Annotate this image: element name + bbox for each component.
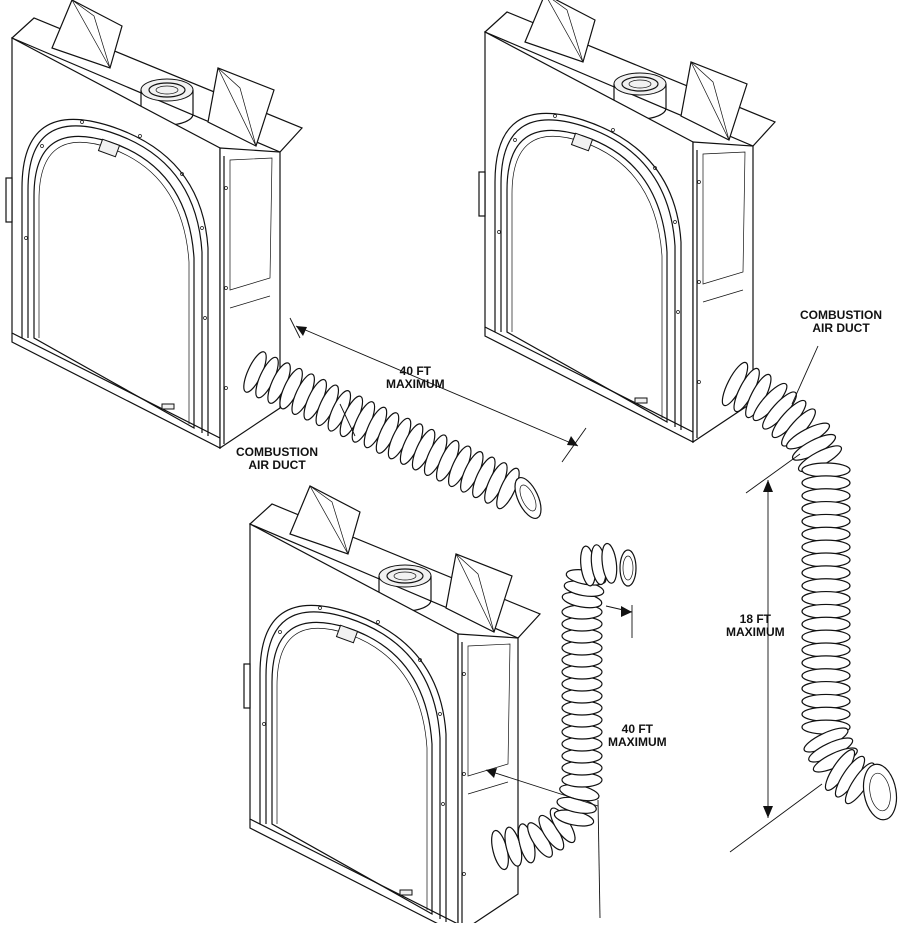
fireplace-unit-b (478, 0, 776, 443)
dimension-c (485, 605, 633, 919)
duct-c (491, 542, 637, 871)
label-line: 40 FT (399, 364, 431, 378)
label-line: MAXIMUM (726, 625, 785, 639)
label-line: 40 FT (621, 722, 653, 736)
label-combustion-air-duct-a: COMBUSTION AIR DUCT (236, 446, 318, 472)
label-line: MAXIMUM (386, 377, 445, 391)
label-line: COMBUSTION (800, 308, 882, 322)
label-line: AIR DUCT (812, 321, 870, 335)
label-line: COMBUSTION (236, 445, 318, 459)
duct-b (721, 361, 898, 821)
label-40ft-maximum-a: 40 FT MAXIMUM (386, 365, 445, 391)
label-40ft-maximum-c: 40 FT MAXIMUM (608, 723, 667, 749)
label-line: AIR DUCT (248, 458, 306, 472)
label-18ft-maximum: 18 FT MAXIMUM (726, 613, 785, 639)
dimension-a (289, 317, 587, 463)
duct-a (243, 351, 542, 519)
label-line: MAXIMUM (608, 735, 667, 749)
label-line: 18 FT (739, 612, 771, 626)
dimension-b (729, 345, 823, 853)
label-combustion-air-duct-b: COMBUSTION AIR DUCT (800, 309, 882, 335)
